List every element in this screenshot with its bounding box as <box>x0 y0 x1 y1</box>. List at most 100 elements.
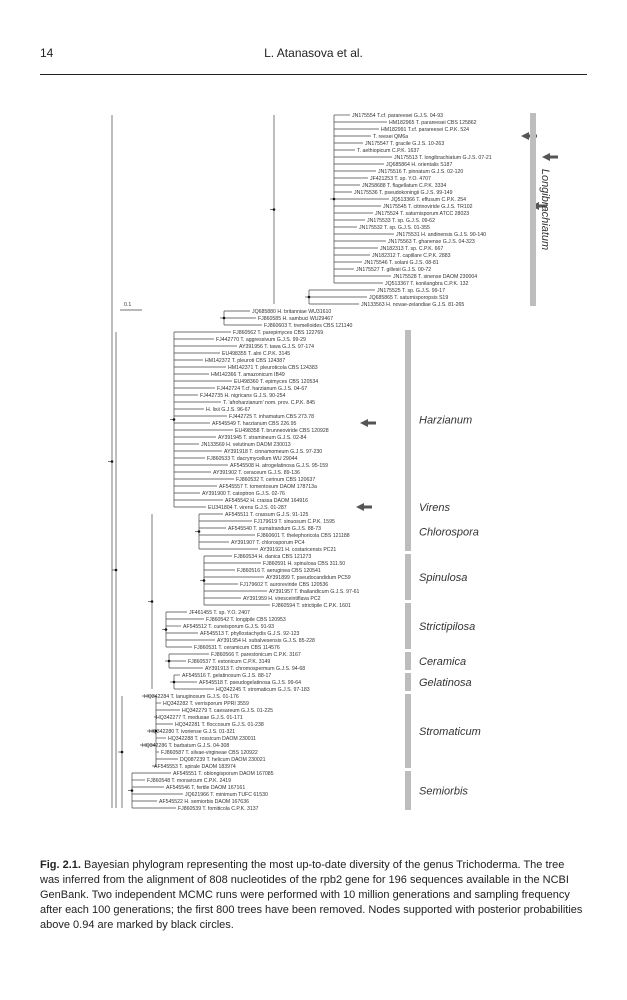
leaf-label: AF545522 H. semiorbis DAOM 167636 <box>159 799 249 805</box>
leaf-label: EU498355 T. alni C.P.K. 3145 <box>222 351 290 357</box>
clade-label: Semiorbis <box>419 786 468 798</box>
leaf-label: HQ342277 T. medusae G.J.S. 01-171 <box>156 715 243 721</box>
support-node-dot <box>164 628 168 631</box>
clade-bar <box>405 330 411 509</box>
support-node-dot <box>172 418 176 421</box>
support-node-dot <box>222 316 226 320</box>
leaf-label: AY391900 T. catoptron G.J.S. 02-76 <box>202 491 285 497</box>
scale-label: 0.1 <box>124 302 131 308</box>
leaf-label: FJ860533 T. dacrymycellum WU 29044 <box>207 456 298 462</box>
support-node-dot <box>307 295 311 299</box>
leaf-label: H. lixii G.J.S. 96-67 <box>206 407 251 413</box>
leaf-label: AF545542 H. crassa DAOM 164916 <box>225 498 308 504</box>
caption-label: Fig. 2.1. <box>40 859 81 871</box>
leaf-label: DQ087239 T. helicum DAOM 230021 <box>180 757 266 763</box>
clade-label: Harzianum <box>419 415 472 427</box>
leaf-label: AY391902 T. ceraceum G.J.S. 89-136 <box>213 470 300 476</box>
support-node-dot <box>272 208 276 211</box>
clade-label: Stromaticum <box>419 726 481 738</box>
leaf-label: AY391918 T. cinnamomeum G.J.S. 97-230 <box>224 449 322 455</box>
leaf-label: JN182313 T. sp. C.P.K. 667 <box>380 246 443 252</box>
clade-label: Strictipilosa <box>419 621 475 633</box>
leaf-label: JN182312 T. capillare C.P.K. 2883 <box>372 253 451 259</box>
leaf-label: JF421253 T. sp. Y.O. 4707 <box>370 176 431 182</box>
leaf-label: FJ860591 H. spinulosa CBS 311.50 <box>263 561 345 567</box>
clade-bar <box>405 771 411 810</box>
clade-bar <box>405 512 411 551</box>
leaf-label: JN175527 T. gillesii G.J.S. 00-72 <box>356 267 431 273</box>
leaf-label: JQ685880 H. britanniae WU31610 <box>252 309 331 315</box>
leaf-label: JN175516 T. pinnatum G.J.S. 02-120 <box>378 169 463 175</box>
running-head: L. Atanasova et al. <box>264 46 363 60</box>
leaf-label: AF545551 T. oblongisporum DAOM 167085 <box>173 771 274 777</box>
leaf-label: AF545553 T. spirale DAOM 183974 <box>154 764 236 770</box>
support-node-dot <box>120 750 124 754</box>
clade-bar <box>405 498 411 516</box>
leaf-label: HQ342279 T. caesareum G.J.S. 01-225 <box>182 708 273 714</box>
leaf-label: FJ179602 T. auroreviride CBS 120536 <box>240 582 328 588</box>
leaf-label: AF545511 T. crassum G.J.S. 91-125 <box>225 512 309 518</box>
clade-bar <box>405 554 411 600</box>
support-node-dot <box>150 600 154 603</box>
leaf-label: FJ442770 T. aggressivum G.J.S. 99-29 <box>216 337 306 343</box>
leaf-label: JN175513 T. longibrachiatum G.J.S. 07-21 <box>394 155 492 161</box>
clade-bar <box>405 603 411 649</box>
figure-caption: Fig. 2.1. Bayesian phylogram representin… <box>40 858 587 933</box>
leaf-label: FJ442735 H. nigricans G.J.S. 90-254 <box>200 393 285 399</box>
leaf-label: T. 'afroharzianum' nom. prov. C.P.K. 845 <box>223 400 315 406</box>
support-node-dot <box>114 568 118 572</box>
support-node-dot <box>130 789 134 792</box>
leaf-label: FJ860531 T. ceramicum CBS 114576 <box>194 645 280 651</box>
leaf-label: FJ860516 T. aeruginea CBS 120541 <box>237 568 321 574</box>
leaf-label: T. reesei QM6a <box>373 134 408 140</box>
leaf-label: AF545508 H. atrogelatinosa G.J.S. 95-159 <box>230 463 328 469</box>
leaf-label: AF545518 T. pseudogelatinosa G.J.S. 99-6… <box>199 680 301 686</box>
leaf-label: HM142372 T. pleuroti CBS 124387 <box>205 358 285 364</box>
leaf-label: FJ860537 T. estonicum C.P.K. 3149 <box>188 659 270 665</box>
leaf-label: AY391907 T. chlorosporum PC4 <box>231 540 305 546</box>
highlight-arrow-icon <box>542 153 558 161</box>
support-node-dot <box>332 197 336 201</box>
leaf-label: FJ442724 T.cf. harzianum G.J.S. 04-67 <box>217 386 307 392</box>
clade-label: Longibrachiatum <box>539 169 551 250</box>
leaf-label: FJ442725 T. inhamatum CBS 273.78 <box>229 414 314 420</box>
leaf-label: AY391957 T. thailandicum G.J.S. 97-61 <box>269 589 359 595</box>
leaf-label: FJ860585 H. sambuci WU29467 <box>258 316 333 322</box>
leaf-label: FJ860562 T. parepimyces CBS 122769 <box>233 330 323 336</box>
leaf-label: T. aethiopicum C.P.K. 1637 <box>357 148 419 154</box>
leaf-label: AF545540 T. sumatrandum G.J.S. 88-73 <box>228 526 321 532</box>
leaf-label: AF545549 T. harzianum CBS 226.95 <box>212 421 297 427</box>
leaf-label: FJ860539 T. fomiticola C.P.K. 3137 <box>178 806 259 812</box>
leaf-label: FJ860542 T. longipile CBS 120953 <box>206 617 286 623</box>
leaf-label: JN175528 T. sinense DAOM 230004 <box>393 274 477 280</box>
leaf-label: FJ860603 T. tremelloides CBS 121140 <box>264 323 352 329</box>
leaf-label: EU341804 T. virens G.J.S. 01-287 <box>208 505 287 511</box>
clade-bar <box>405 673 411 691</box>
highlight-arrow-icon <box>521 132 537 140</box>
leaf-label: AF545512 T. cuneisporum G.J.S. 91-93 <box>183 624 274 630</box>
leaf-label: JQ513366 T. effusum C.P.K. 254 <box>391 197 466 203</box>
leaf-label: AF545516 T. gelatinosum G.J.S. 88-17 <box>182 673 271 679</box>
leaf-label: HM182991 T.cf. parareesei C.P.K. 524 <box>381 127 469 133</box>
leaf-label: JN175563 T. ghanense G.J.S. 04-323 <box>388 239 475 245</box>
leaf-label: JN175547 T. gracile G.J.S. 10-263 <box>365 141 444 147</box>
leaf-label: AY391945 T. stramineum G.J.S. 02-84 <box>218 435 306 441</box>
clade-bar <box>405 694 411 768</box>
clade-bar <box>405 652 411 670</box>
leaf-label: JQ621966 T. minimum TUFC 61530 <box>185 792 268 798</box>
clade-label: Virens <box>419 502 450 514</box>
leaf-label: AF545546 T. fertile DAOM 167161 <box>166 785 245 791</box>
leaf-label: FJ860532 T. cerinum CBS 120637 <box>236 477 315 483</box>
phylogram: JN175554 T.cf. parareesei G.J.S. 04-93HM… <box>108 113 558 812</box>
leaf-label: EU498358 T. brunneoviride CBS 120928 <box>235 428 329 434</box>
support-node-dot <box>172 680 176 684</box>
leaf-label: FJ860601 T. thelephoricola CBS 121188 <box>257 533 350 539</box>
leaf-label: EU498360 T. epimyces CBS 120534 <box>234 379 318 385</box>
caption-text: Bayesian phylogram representing the most… <box>40 859 583 931</box>
leaf-label: AY391954 H. subalvesensis G.J.S. 85-228 <box>217 638 315 644</box>
leaf-label: JQ685865 T. saturnisporopsis S19 <box>369 295 448 301</box>
support-node-dot <box>202 579 206 582</box>
leaf-label: HQ342281 T. floccosum G.J.S. 01-238 <box>175 722 264 728</box>
header-rule <box>40 74 587 75</box>
